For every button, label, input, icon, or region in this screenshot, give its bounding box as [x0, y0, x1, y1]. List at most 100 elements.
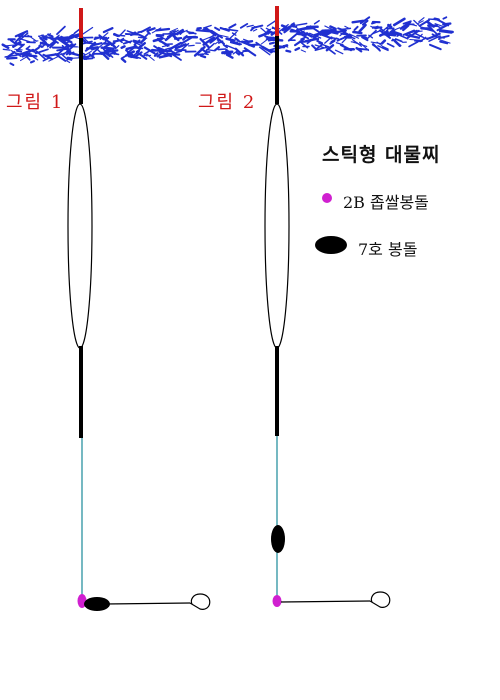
water-scribble-stroke — [9, 62, 15, 66]
water-scribble-stroke — [82, 26, 94, 35]
water-scribble-stroke — [252, 28, 258, 32]
water-scribble-stroke — [399, 34, 409, 40]
water-scribble-stroke — [67, 43, 77, 52]
water-scribble-stroke — [6, 56, 18, 60]
water-scribble-stroke — [40, 34, 50, 39]
water-scribble-stroke — [381, 47, 388, 51]
water-scribble-stroke — [216, 37, 225, 45]
water-scribble-stroke — [221, 51, 232, 55]
water-scribble-stroke — [420, 27, 433, 31]
water-scribble-stroke — [202, 24, 212, 29]
water-scribble-stroke — [268, 47, 276, 51]
water-scribble-stroke — [278, 23, 289, 33]
water-scribble-stroke — [351, 19, 365, 24]
water-scribble-stroke — [155, 35, 164, 39]
water-scribble-stroke — [171, 53, 182, 61]
float-rig-2 — [264, 6, 391, 608]
water-scribble-stroke — [225, 44, 237, 50]
water-scribble-stroke — [434, 23, 443, 27]
water-scribble-stroke — [201, 27, 208, 32]
hook-2 — [369, 591, 391, 608]
water-scribble-stroke — [40, 33, 52, 39]
water-scribble-stroke — [381, 23, 392, 32]
water-scribble-stroke — [202, 35, 214, 41]
water-scribble-stroke — [260, 27, 269, 35]
sinker-2 — [271, 525, 285, 553]
water-scribble-stroke — [164, 33, 174, 42]
water-scribble-stroke — [199, 54, 207, 59]
water-scribble-stroke — [156, 48, 168, 58]
water-scribble-stroke — [68, 51, 75, 56]
water-scribble-stroke — [246, 24, 254, 28]
water-scribble-stroke — [334, 49, 344, 55]
water-scribble-stroke — [150, 48, 163, 52]
water-scribble-stroke — [122, 40, 133, 45]
water-scribble-stroke — [394, 27, 401, 31]
water-scribble-stroke — [413, 19, 423, 29]
water-scribble-stroke — [82, 50, 92, 58]
water-scribble-stroke — [339, 43, 353, 52]
water-scribble-stroke — [324, 36, 333, 44]
water-scribble-stroke — [302, 26, 315, 30]
water-scribble-stroke — [142, 53, 149, 57]
hook-line-2 — [280, 600, 371, 603]
water-scribble-stroke — [348, 33, 360, 39]
water-scribble-stroke — [234, 37, 240, 42]
water-scribble-stroke — [340, 32, 348, 36]
legend-sinker-icon — [315, 236, 347, 254]
water-scribble-stroke — [419, 33, 423, 38]
water-scribble-stroke — [426, 35, 436, 41]
water-scribble-stroke — [389, 28, 395, 34]
water-scribble-stroke — [300, 49, 307, 53]
water-scribble-stroke — [313, 30, 327, 37]
water-scribble-stroke — [258, 30, 273, 38]
water-scribble-stroke — [225, 37, 236, 42]
water-scribble-stroke — [124, 33, 140, 36]
water-scribble-stroke — [92, 47, 99, 54]
water-scribble-stroke — [120, 57, 127, 63]
water-scribble-stroke — [393, 39, 402, 47]
water-scribble-stroke — [266, 20, 276, 27]
water-scribble-stroke — [132, 41, 142, 46]
water-scribble-stroke — [7, 50, 16, 58]
water-scribble-stroke — [202, 36, 216, 46]
water-scribble-stroke — [71, 33, 79, 38]
water-scribble-stroke — [406, 29, 420, 39]
water-scribble-stroke — [32, 46, 40, 52]
water-scribble-stroke — [155, 27, 171, 32]
water-scribble-stroke — [313, 19, 320, 25]
water-scribble-stroke — [146, 27, 156, 32]
water-scribble-stroke — [408, 40, 419, 48]
water-scribble-stroke — [204, 29, 213, 32]
water-scribble-stroke — [392, 17, 406, 27]
water-scribble-stroke — [417, 20, 424, 24]
water-scribble-stroke — [19, 38, 31, 43]
water-scribble-stroke — [366, 29, 377, 40]
water-scribble-stroke — [229, 40, 243, 46]
water-scribble-stroke — [281, 23, 296, 32]
water-scribble-stroke — [54, 53, 67, 62]
water-scribble-stroke — [268, 41, 276, 45]
water-scribble-stroke — [330, 37, 338, 43]
water-scribble-stroke — [229, 41, 241, 46]
sinker-1 — [84, 597, 110, 611]
water-scribble-stroke — [353, 25, 359, 31]
water-scribble-stroke — [100, 51, 110, 60]
water-scribble-stroke — [153, 52, 159, 57]
water-scribble-stroke — [418, 17, 425, 23]
water-scribble-stroke — [140, 26, 151, 33]
water-scribble-stroke — [61, 44, 71, 53]
water-scribble-stroke — [206, 48, 215, 52]
water-scribble-stroke — [438, 34, 450, 40]
water-scribble-stroke — [143, 50, 150, 55]
water-scribble-stroke — [132, 39, 143, 44]
water-scribble-stroke — [428, 35, 441, 42]
water-scribble-stroke — [418, 19, 430, 27]
water-scribble-stroke — [56, 38, 69, 47]
water-scribble-stroke — [299, 33, 310, 40]
water-scribble-stroke — [85, 46, 99, 50]
water-scribble-stroke — [214, 40, 220, 45]
water-scribble-stroke — [429, 43, 442, 51]
water-scribble-stroke — [260, 38, 268, 45]
